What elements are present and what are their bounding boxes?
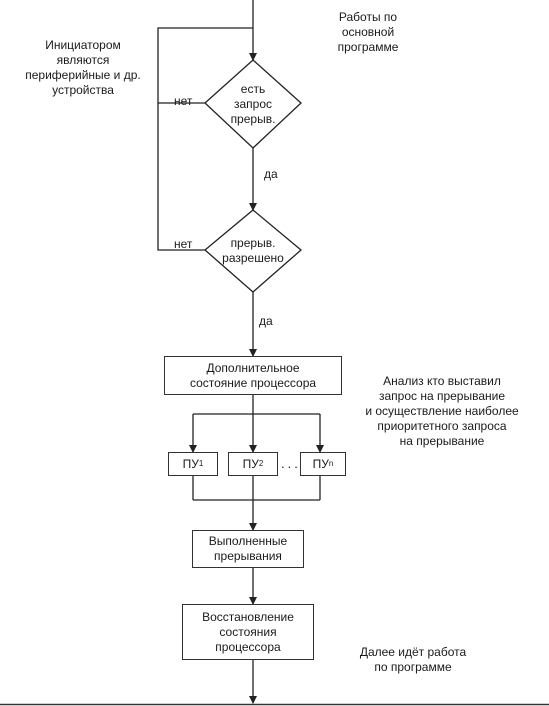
device-pu2-sub: 2: [258, 459, 264, 468]
loop-no-request: [157, 27, 253, 104]
note-initiator: Инициатором являются периферийные и др. …: [25, 38, 141, 97]
box-extra-state: Дополнительное состояние процессора: [164, 356, 342, 395]
loop-not-enabled: [157, 103, 205, 251]
box-restore-text: Восстановление состояния процессора: [202, 609, 294, 654]
note-analysis: Анализ кто выставил запрос на прерывание…: [365, 374, 519, 448]
note-continue: Далее идёт работа по программе: [359, 645, 467, 674]
device-pu2-label: ПУ: [242, 457, 259, 471]
decision-request-text: есть запрос прерыв.: [230, 82, 276, 126]
label-yes-2: да: [259, 314, 273, 328]
decision-enabled-text: прерыв. разрешено: [222, 236, 284, 265]
box-done-text: Выполненные прерывания: [208, 534, 288, 563]
label-no-1: нет: [174, 94, 193, 108]
device-pun-sub: n: [328, 459, 334, 468]
device-pu1-label: ПУ: [182, 457, 199, 471]
label-yes-1: да: [264, 167, 278, 181]
note-main-program: Работы по основной программе: [337, 10, 399, 54]
box-extra-state-text: Дополнительное состояние процессора: [189, 360, 317, 390]
device-pun-label: ПУ: [312, 457, 329, 471]
box-restore: Восстановление состояния процессора: [182, 604, 314, 660]
label-no-2: нет: [174, 237, 193, 251]
device-ellipsis: ...: [281, 456, 301, 471]
device-pu1-sub: 1: [198, 459, 204, 468]
box-done: Выполненные прерывания: [192, 530, 304, 568]
